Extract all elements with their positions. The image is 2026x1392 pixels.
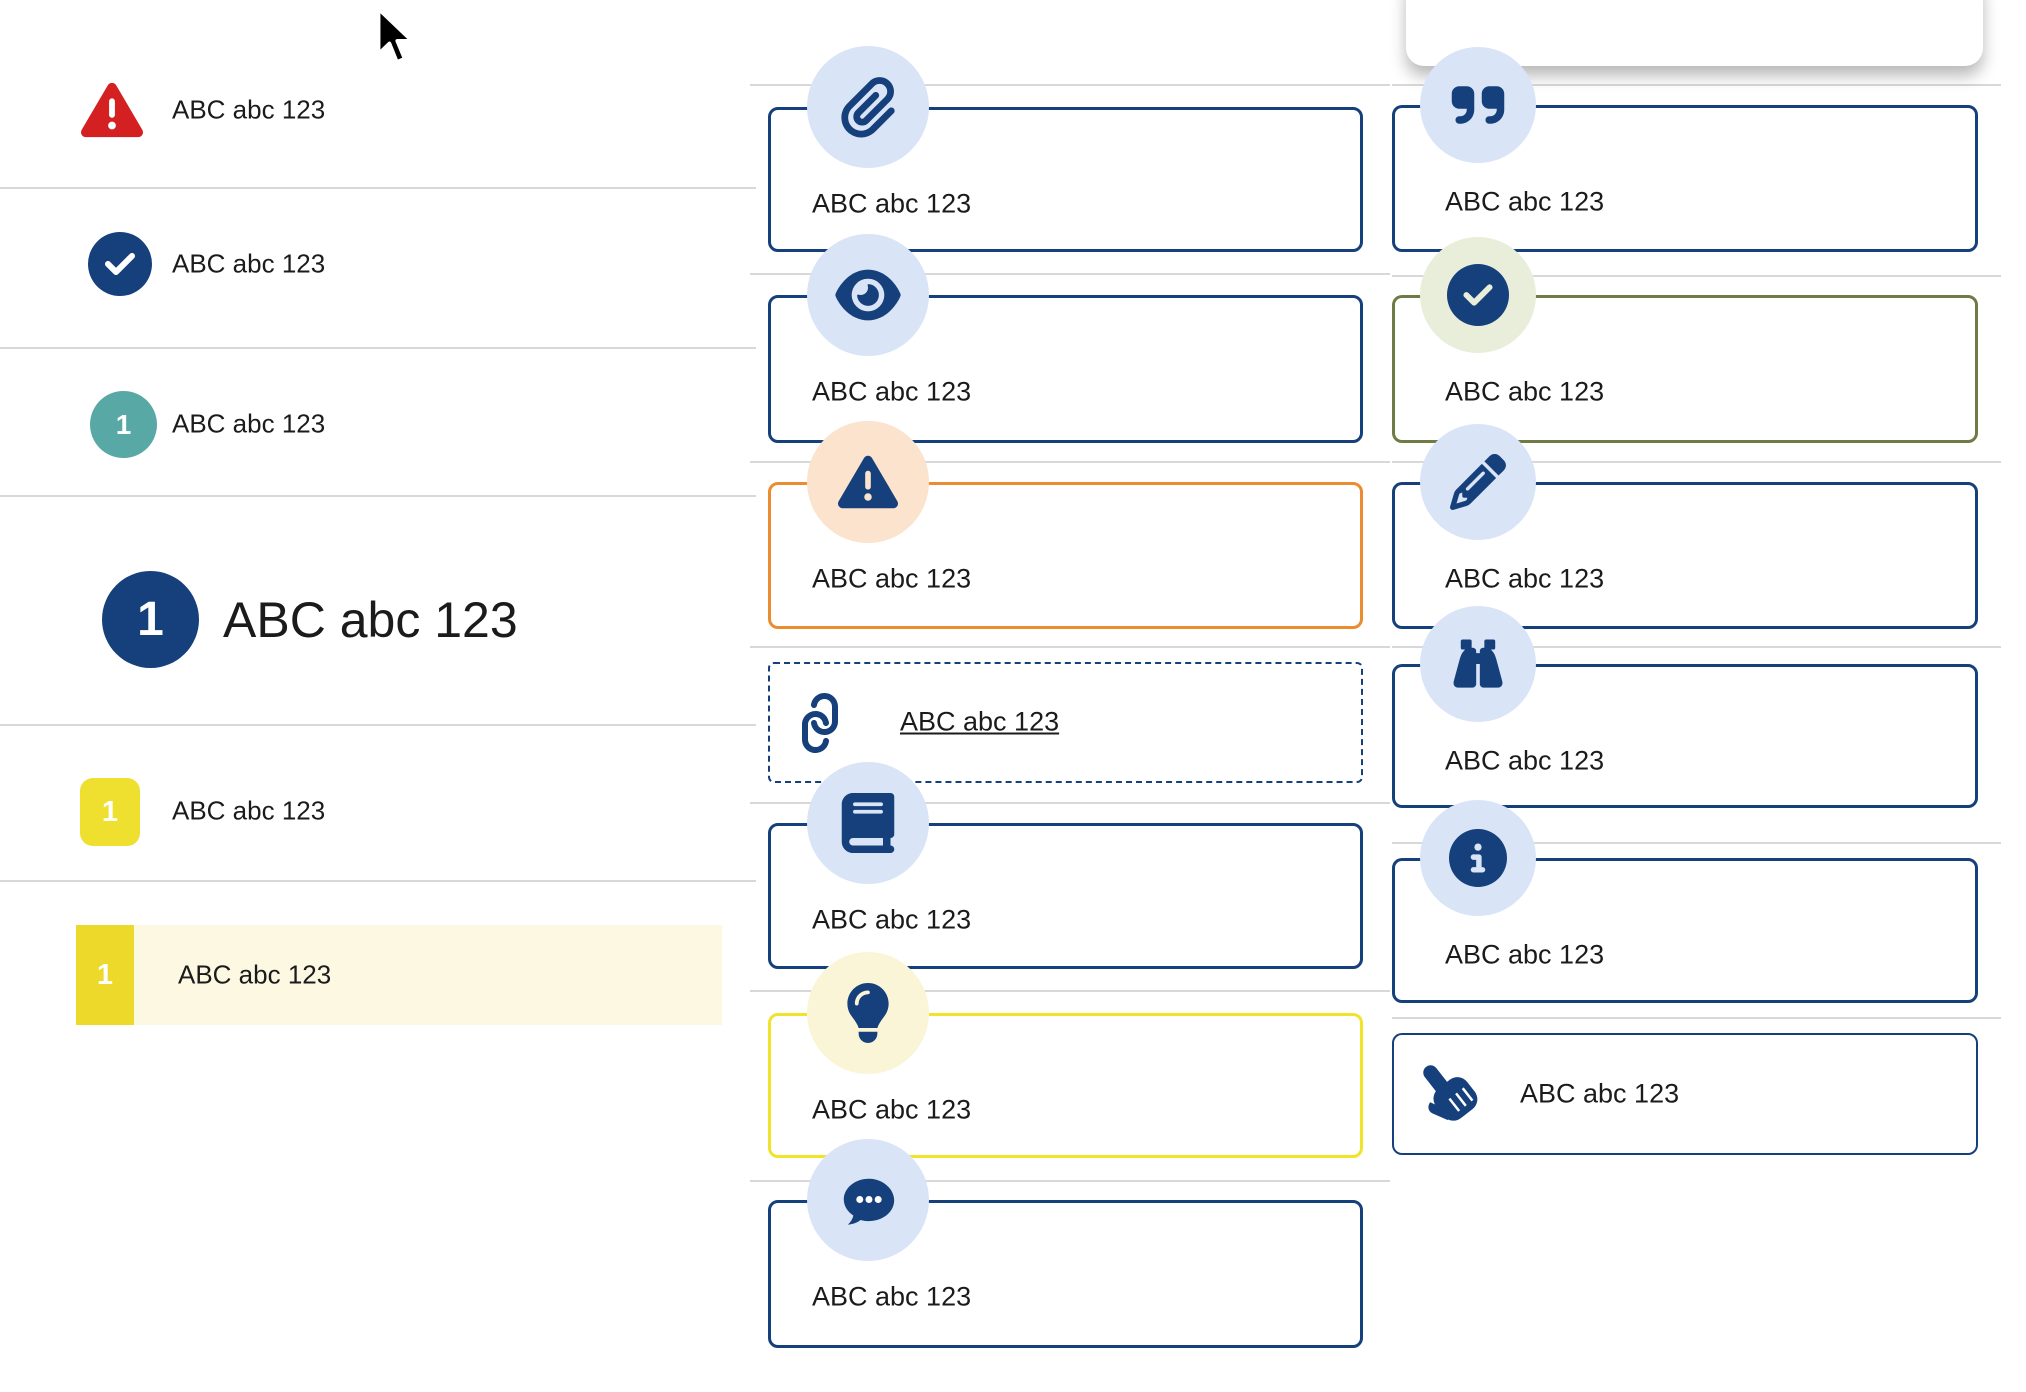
check-circle-icon <box>1420 237 1536 353</box>
divider <box>750 461 1390 463</box>
divider <box>1392 461 2001 463</box>
divider <box>750 802 1390 804</box>
callout-label: ABC abc 123 <box>812 1281 972 1312</box>
badge-circle-teal: 1 <box>90 391 157 458</box>
lightbulb-icon <box>807 952 929 1074</box>
hand-pointer-icon <box>1412 1058 1484 1130</box>
chat-bubble-icon <box>807 1139 929 1261</box>
alert-triangle-icon <box>78 78 146 142</box>
badge-block-yellow: 1 <box>76 925 134 1025</box>
divider <box>1392 646 2001 648</box>
callout-label: ABC abc 123 <box>812 376 972 407</box>
divider <box>750 84 1390 86</box>
callout-label: ABC abc 123 <box>1445 376 1605 407</box>
quote-icon <box>1420 47 1536 163</box>
divider <box>0 495 756 497</box>
divider <box>1392 84 2001 86</box>
info-circle-icon <box>1420 800 1536 916</box>
callout-label: ABC abc 123 <box>1445 745 1605 776</box>
list-item-label: ABC abc 123 <box>172 248 326 279</box>
callout-label: ABC abc 123 <box>812 188 972 219</box>
callout-label: ABC abc 123 <box>1445 186 1605 217</box>
mouse-arrow-cursor <box>374 6 418 75</box>
callout-action[interactable] <box>1392 1033 1978 1155</box>
divider <box>1392 1017 2001 1019</box>
divider <box>0 880 756 882</box>
binoculars-icon <box>1420 606 1536 722</box>
callout-label: ABC abc 123 <box>1445 563 1605 594</box>
divider <box>0 347 756 349</box>
callout-quote <box>1392 105 1978 252</box>
badge-circle-navy-large: 1 <box>102 571 199 668</box>
divider <box>1392 275 2001 277</box>
list-item-label: ABC abc 123 <box>172 408 326 439</box>
pencil-icon <box>1420 424 1536 540</box>
divider <box>750 1180 1390 1182</box>
highlight-band <box>76 925 722 1025</box>
eye-icon <box>807 234 929 356</box>
list-item-label: ABC abc 123 <box>172 795 326 826</box>
callout-label: ABC abc 123 <box>812 563 972 594</box>
callout-label: ABC abc 123 <box>812 1094 972 1125</box>
warning-triangle-icon <box>807 421 929 543</box>
divider <box>0 724 756 726</box>
divider <box>1392 842 2001 844</box>
callout-action-label[interactable]: ABC abc 123 <box>1520 1078 1680 1109</box>
link-icon <box>790 693 850 753</box>
callout-label: ABC abc 123 <box>812 904 972 935</box>
divider <box>750 273 1390 275</box>
divider <box>0 187 756 189</box>
badge-square-yellow: 1 <box>80 778 140 846</box>
callout-label: ABC abc 123 <box>1445 939 1605 970</box>
callout-link-label[interactable]: ABC abc 123 <box>900 706 1060 737</box>
list-item-label: ABC abc 123 <box>172 94 326 125</box>
book-icon <box>807 762 929 884</box>
divider <box>750 646 1390 648</box>
check-circle-icon <box>88 232 152 296</box>
paperclip-icon <box>807 46 929 168</box>
list-item-heading: ABC abc 123 <box>223 592 518 648</box>
list-item-label: ABC abc 123 <box>178 959 332 990</box>
divider <box>750 990 1390 992</box>
